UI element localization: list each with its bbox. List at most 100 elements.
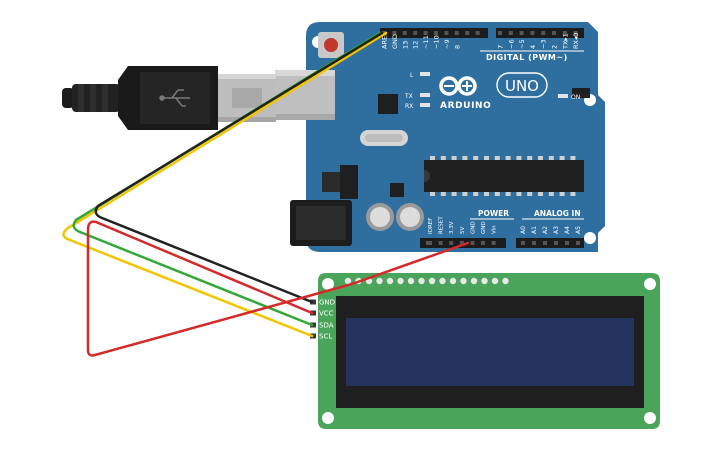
status-leds: L TX RX ON (404, 72, 580, 110)
pin-label: A1 (531, 226, 538, 234)
lcd-header-pin (439, 277, 446, 285)
led-l-label: L (410, 72, 414, 79)
pin-label: A5 (575, 226, 582, 234)
pin-label: 5V (460, 227, 466, 234)
pin-label: RX◂0 (572, 33, 580, 49)
model-text: UNO (505, 77, 539, 95)
chip-pin (516, 156, 522, 160)
header-pin[interactable] (481, 241, 485, 245)
chip-pin (473, 192, 479, 196)
header-pin[interactable] (470, 241, 475, 245)
header-pin[interactable] (491, 241, 496, 245)
pin-label: 13 (401, 41, 409, 49)
header-pin[interactable] (554, 241, 558, 245)
header-pin[interactable] (576, 241, 580, 245)
voltage-regulator (322, 165, 358, 199)
crystal (360, 130, 408, 146)
header-pin[interactable] (454, 31, 459, 35)
header-pin[interactable] (426, 241, 430, 245)
chip-pin (473, 156, 479, 160)
wire-scl[interactable] (62, 31, 388, 338)
analog-label: ANALOG IN (534, 209, 581, 218)
header-pin[interactable] (438, 241, 443, 245)
header-pin[interactable] (434, 31, 438, 35)
header-pin[interactable] (498, 31, 502, 35)
header-pin[interactable] (530, 31, 535, 35)
header-pin[interactable] (565, 241, 569, 245)
wire-gnd[interactable] (94, 31, 384, 304)
chip-pin (494, 156, 500, 160)
usb-symbol (159, 89, 190, 107)
brand-text: ARDUINO (440, 101, 491, 111)
chip-pin (516, 192, 522, 196)
led-tx-label: TX (404, 93, 413, 100)
lcd-header-pin (397, 277, 404, 285)
chip-pin (505, 156, 511, 160)
pin-label: 8 (453, 45, 461, 49)
header-pin[interactable] (562, 31, 567, 35)
header-pin[interactable] (449, 241, 454, 245)
header-pin[interactable] (459, 241, 464, 245)
chip-pin (462, 156, 468, 160)
digital-label: DIGITAL (PWM~) (486, 53, 568, 62)
pin-label: Vin (492, 225, 498, 234)
lcd-mount-hole (322, 412, 334, 424)
i2c-pin-label: GND (319, 299, 335, 307)
header-pin[interactable] (465, 31, 470, 35)
chip-pin (538, 156, 543, 160)
pin-label: ~3 (540, 39, 548, 49)
chip-pin (440, 192, 446, 196)
header-pin[interactable] (392, 31, 397, 35)
small-chip (390, 183, 404, 197)
header-pin[interactable] (573, 31, 578, 35)
chip-pin (505, 192, 511, 196)
header-pin[interactable] (552, 31, 556, 35)
pin-label: A4 (564, 226, 571, 234)
wire-sda[interactable] (72, 31, 382, 327)
power-label: POWER (478, 209, 509, 218)
header-pin[interactable] (402, 31, 407, 35)
pin-label: IOREF (428, 218, 434, 234)
pin-label: ~11 (422, 35, 430, 49)
chip-pin (451, 192, 457, 196)
header-pin[interactable] (521, 241, 525, 245)
header-pin[interactable] (508, 31, 513, 35)
power-jack (290, 200, 352, 246)
arduino-infinity-logo-icon (439, 76, 477, 96)
pin-label: 2 (551, 45, 559, 49)
wire-vcc[interactable] (86, 220, 470, 357)
header-pin[interactable] (541, 31, 546, 35)
capacitor (366, 203, 394, 231)
header-pin[interactable] (532, 241, 536, 245)
chip-pin (484, 192, 489, 196)
i2c-pin-label: SCL (319, 333, 332, 341)
chip-pin (527, 156, 533, 160)
reset-button[interactable] (318, 32, 344, 58)
lcd-header-pin (428, 277, 436, 285)
header-pin[interactable] (423, 31, 428, 35)
pin-label: 4 (529, 45, 537, 49)
header-pin[interactable] (519, 31, 524, 35)
header-pin[interactable] (444, 31, 449, 35)
header-pin[interactable] (475, 31, 480, 35)
lcd-mount-hole (644, 278, 656, 290)
header-pin[interactable] (413, 31, 418, 35)
pin-label: A3 (553, 226, 560, 234)
pin-label: 7 (497, 45, 505, 49)
lcd-screen (346, 318, 634, 386)
mount-hole (584, 232, 596, 244)
chip-pin (559, 192, 565, 196)
header-pin[interactable] (543, 241, 547, 245)
led-tx (420, 93, 430, 97)
pin-label: 12 (412, 41, 420, 49)
chip-pin (538, 192, 543, 196)
pin-label: GND (391, 34, 399, 49)
i2c-pin-label: VCC (319, 310, 334, 318)
lcd-header-pin (418, 277, 425, 285)
